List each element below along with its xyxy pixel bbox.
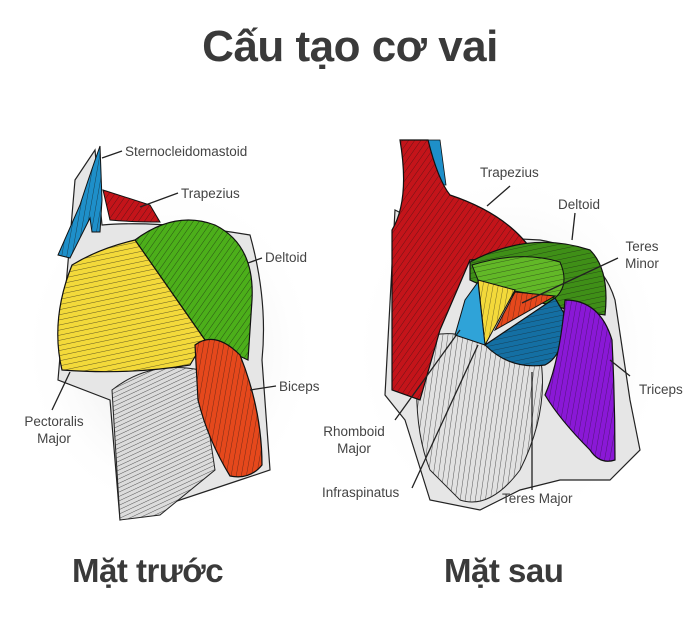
label-line-2: Major	[337, 441, 371, 456]
front-pectoralis-major-muscle	[57, 239, 206, 373]
label-back-deltoid: Deltoid	[558, 197, 601, 212]
label-front-sternocleidomastoid: Sternocleidomastoid	[125, 144, 248, 159]
label-back-infraspinatus: Infraspinatus	[322, 485, 400, 500]
front-sternocleidomastoid-muscle	[57, 145, 103, 259]
label-front-pectoralis-major: Pectoralis Major	[16, 413, 92, 447]
label-back-teres-major: Teres Major	[502, 491, 573, 506]
back-trapezius-muscle	[391, 139, 537, 401]
label-line-1: Rhomboid	[323, 424, 385, 439]
label-back-teres-minor: Teres Minor	[620, 238, 664, 272]
label-line-2: Major	[37, 431, 71, 446]
front-deltoid-muscle	[134, 219, 253, 361]
caption-front-view: Mặt trước	[72, 552, 224, 589]
label-front-trapezius: Trapezius	[181, 186, 240, 201]
label-back-triceps: Triceps	[639, 382, 683, 397]
back-deltoid-muscle	[469, 241, 607, 316]
page-title: Cấu tạo cơ vai	[202, 22, 498, 71]
label-back-trapezius: Trapezius	[480, 165, 539, 180]
front-biceps-muscle	[194, 338, 263, 478]
label-line-2: Minor	[625, 256, 659, 271]
caption-back-view: Mặt sau	[444, 552, 564, 589]
front-trapezius-muscle	[102, 189, 161, 223]
label-front-deltoid: Deltoid	[265, 250, 308, 265]
back-teres-minor-muscle	[493, 291, 557, 332]
back-view	[350, 139, 670, 530]
front-view	[20, 145, 320, 521]
back-triceps-muscle	[544, 299, 616, 462]
label-line-1: Pectoralis	[24, 414, 84, 429]
label-front-biceps: Biceps	[279, 379, 320, 394]
label-back-rhomboid-major: Rhomboid Major	[318, 423, 390, 457]
label-line-1: Teres	[625, 239, 659, 254]
